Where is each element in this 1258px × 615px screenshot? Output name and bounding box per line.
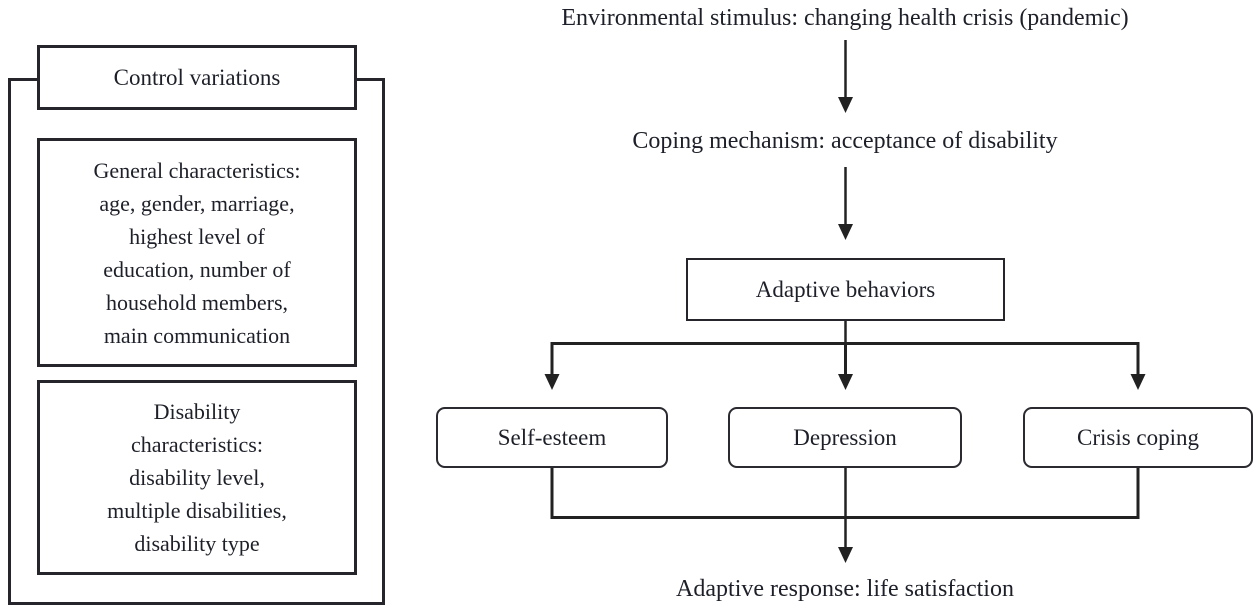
arrowhead-response	[838, 547, 853, 563]
crisis-coping-box: Crisis coping	[1023, 407, 1253, 468]
adaptive-behaviors-box: Adaptive behaviors	[686, 258, 1005, 321]
arrowhead-selfesteem	[544, 374, 560, 390]
control-variations-box: Control variations	[37, 45, 357, 110]
depression-box: Depression	[728, 407, 962, 468]
general-characteristics-box: General characteristics: age, gender, ma…	[37, 138, 357, 367]
arrowhead-crisis	[1130, 374, 1146, 390]
arrowhead-adaptive	[838, 224, 853, 240]
arrowhead-coping	[838, 97, 853, 113]
self-esteem-box: Self-esteem	[436, 407, 668, 468]
adaptive-response-label: Adaptive response: life satisfaction	[676, 576, 1014, 602]
disability-characteristics-box: Disability characteristics: disability l…	[37, 380, 357, 575]
environmental-stimulus-label: Environmental stimulus: changing health …	[561, 5, 1129, 31]
coping-mechanism-label: Coping mechanism: acceptance of disabili…	[632, 128, 1058, 154]
arrowhead-depression	[838, 374, 853, 390]
